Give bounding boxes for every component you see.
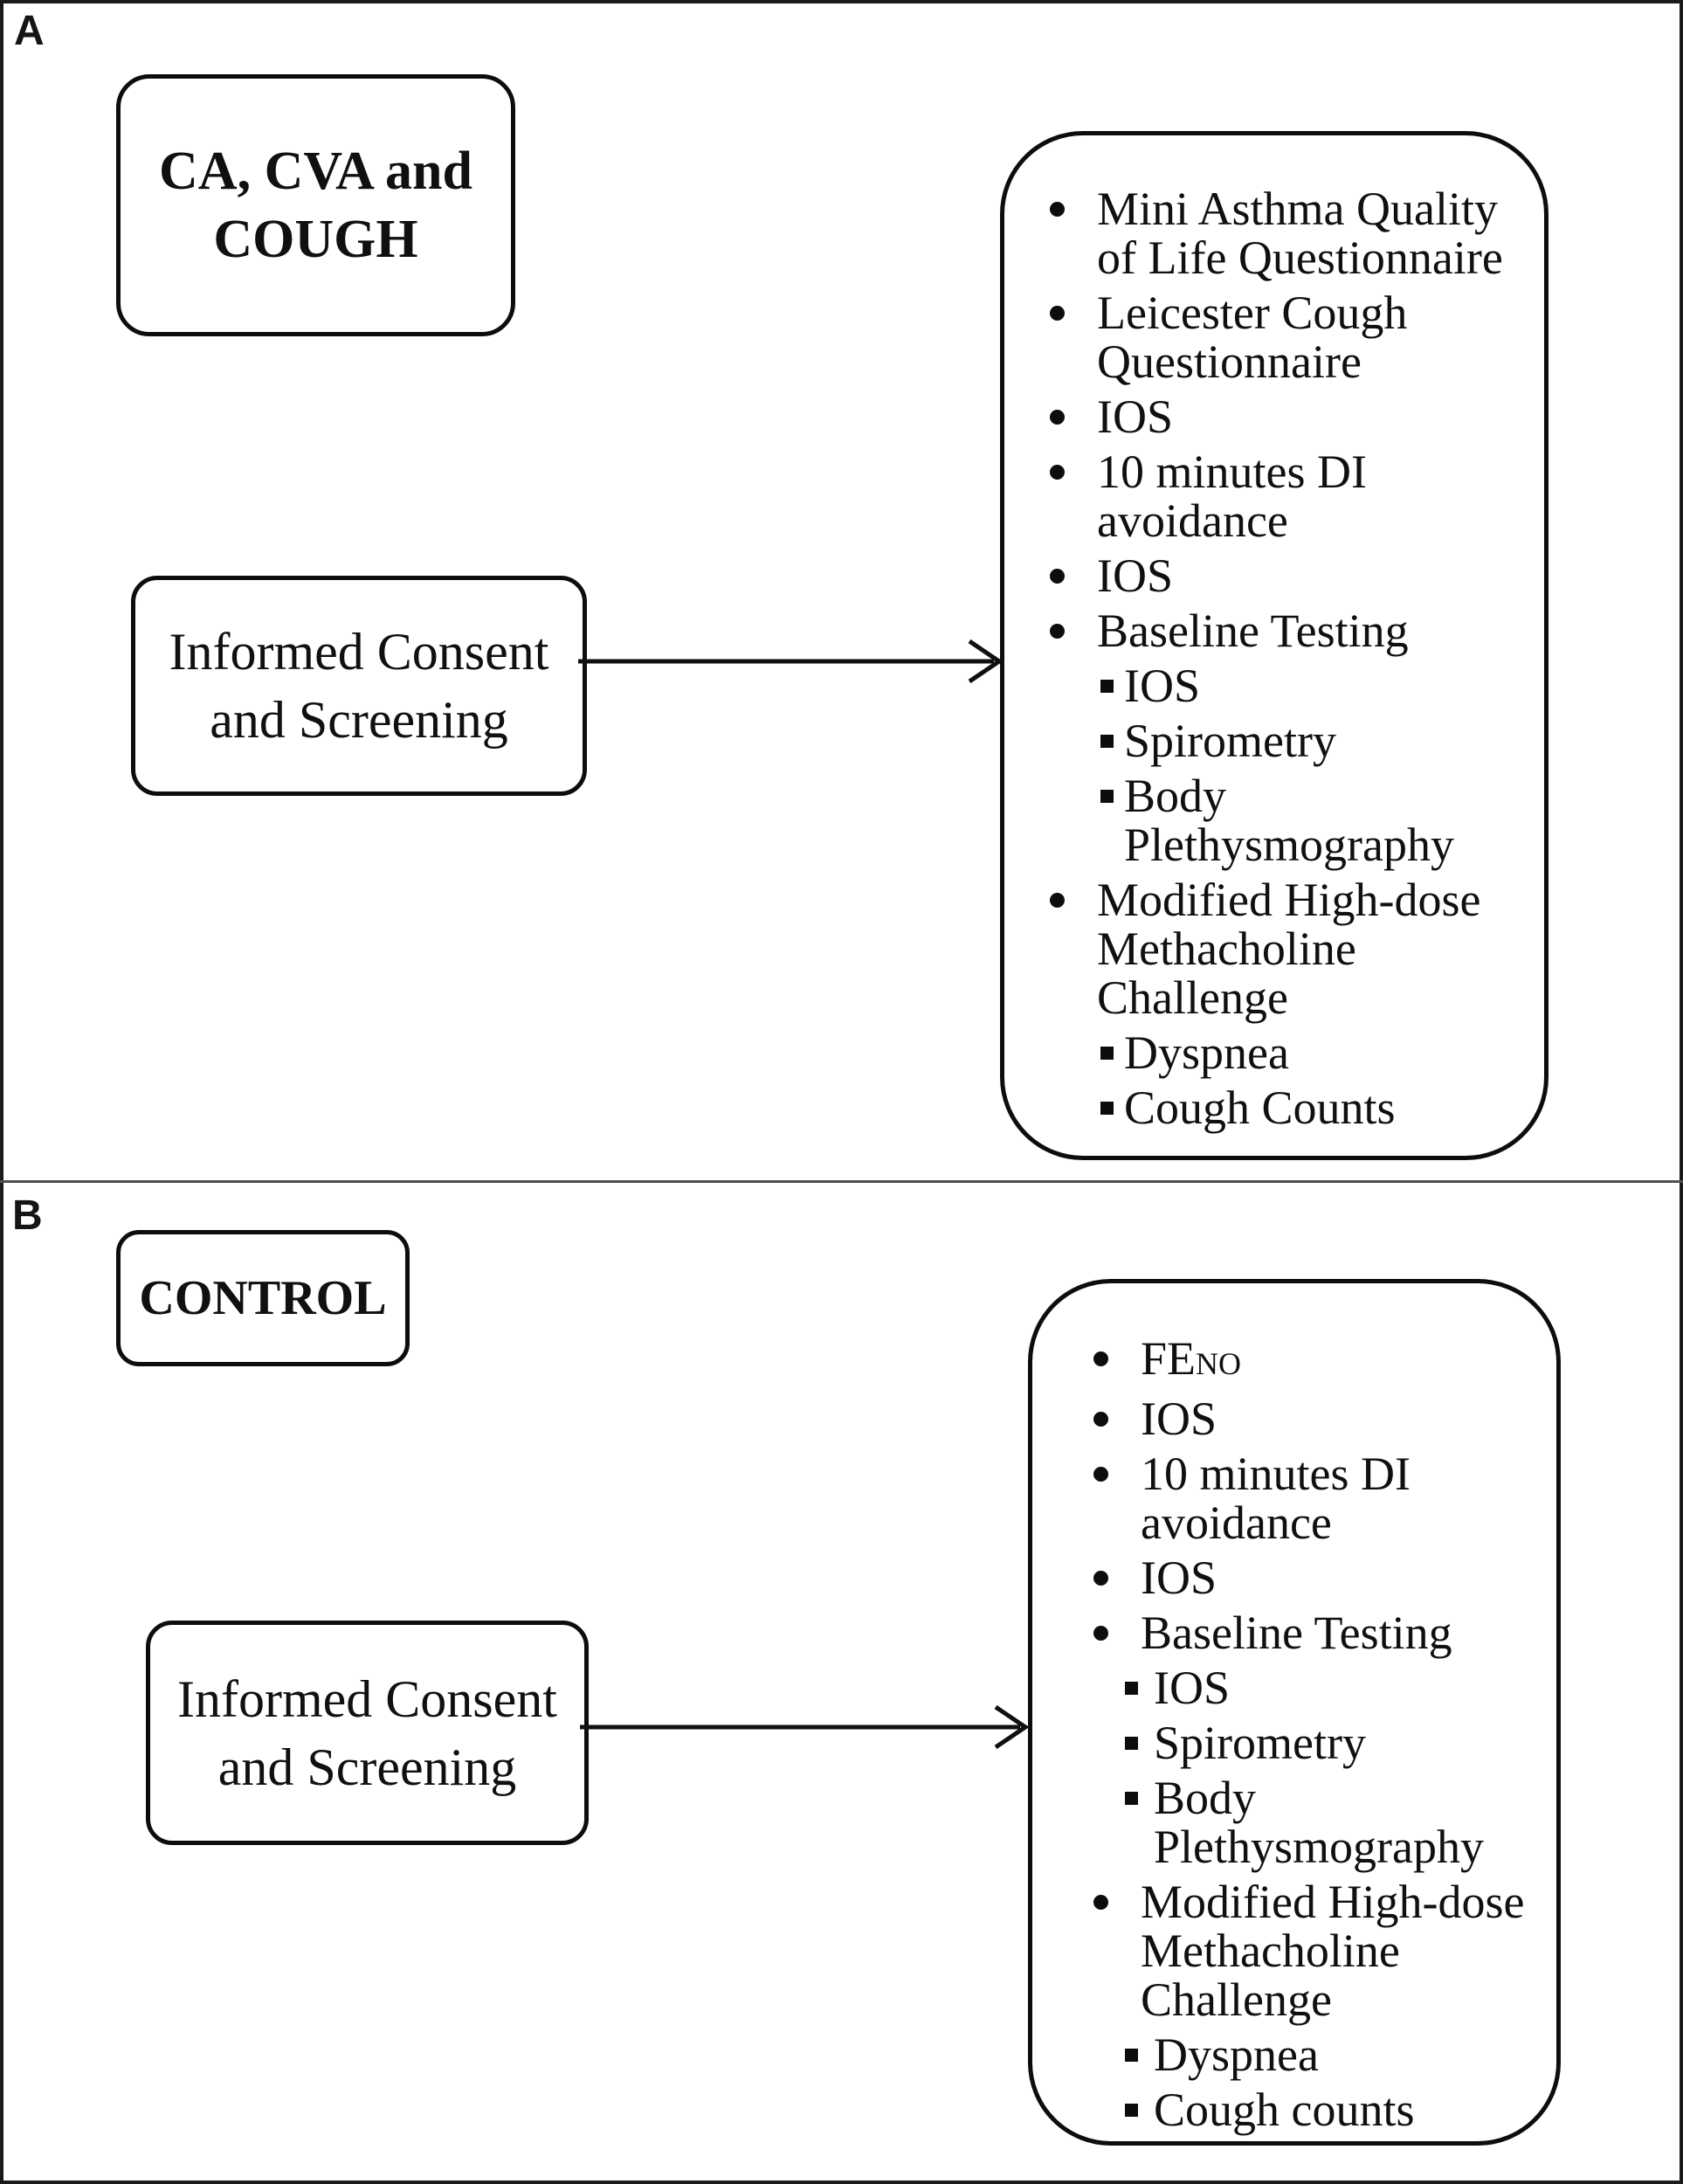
group-box-title-line: COUGH bbox=[213, 210, 418, 269]
list-item-text: FENO bbox=[1141, 1332, 1242, 1385]
list-sub-item-text: IOS bbox=[1124, 660, 1201, 712]
list-item-text: IOS bbox=[1141, 1393, 1217, 1445]
list-item-text: IOS bbox=[1097, 390, 1174, 443]
square-bullet-icon bbox=[1125, 1737, 1138, 1750]
list-item: FENO bbox=[1093, 1334, 1535, 1388]
bullet-icon bbox=[1050, 569, 1065, 584]
consent-line: Informed Consent bbox=[177, 1669, 557, 1728]
consent-line: Informed Consent bbox=[169, 623, 549, 681]
list-sub-item: Cough counts bbox=[1093, 2085, 1535, 2134]
list-item-text: IOS bbox=[1141, 1552, 1217, 1604]
bullet-icon bbox=[1050, 624, 1065, 639]
bullet-icon bbox=[1093, 1626, 1108, 1641]
list-sub-item-text: Spirometry bbox=[1124, 715, 1336, 767]
list-sub-item-text: Cough counts bbox=[1154, 2084, 1415, 2136]
bullet-icon bbox=[1050, 410, 1065, 425]
list-item-text: Baseline Testing bbox=[1141, 1607, 1452, 1659]
group-box-title-line: CA, CVA and bbox=[159, 142, 472, 201]
list-item: Baseline Testing bbox=[1093, 1608, 1535, 1657]
square-bullet-icon bbox=[1100, 680, 1114, 693]
square-bullet-icon bbox=[1125, 2104, 1138, 2117]
bullet-icon bbox=[1050, 893, 1065, 908]
flow-arrow bbox=[578, 1697, 1032, 1758]
list-sub-item-text: Dyspnea bbox=[1124, 1026, 1289, 1079]
square-bullet-icon bbox=[1100, 735, 1114, 748]
list-sub-item: IOS bbox=[1093, 1663, 1535, 1712]
bullet-icon bbox=[1093, 1351, 1108, 1366]
consent-line: and Screening bbox=[210, 691, 508, 749]
list-item: Baseline Testing bbox=[1050, 606, 1523, 655]
list-sub-item: Spirometry bbox=[1050, 716, 1523, 765]
square-bullet-icon bbox=[1100, 1047, 1114, 1060]
bullet-icon bbox=[1093, 1412, 1108, 1427]
list-sub-item: Dyspnea bbox=[1050, 1028, 1523, 1077]
square-bullet-icon bbox=[1125, 1682, 1138, 1695]
square-bullet-icon bbox=[1125, 1792, 1138, 1805]
list-item-text: Baseline Testing bbox=[1097, 605, 1409, 657]
list-item: IOS bbox=[1050, 551, 1523, 600]
square-bullet-icon bbox=[1100, 1102, 1114, 1115]
group-box-control: CONTROL bbox=[116, 1230, 410, 1366]
list-sub-item-text: IOS bbox=[1154, 1662, 1231, 1714]
list-sub-item-text: Spirometry bbox=[1154, 1717, 1366, 1769]
list-item: IOS bbox=[1050, 392, 1523, 441]
panel-divider bbox=[0, 1180, 1683, 1183]
flow-arrow bbox=[576, 631, 1006, 692]
list-sub-item-text: Dyspnea bbox=[1154, 2028, 1319, 2081]
list-sub-item-text: Cough Counts bbox=[1124, 1082, 1396, 1134]
list-sub-item: Cough Counts bbox=[1050, 1083, 1523, 1132]
consent-line: and Screening bbox=[217, 1738, 517, 1796]
list-sub-item: Dyspnea bbox=[1093, 2030, 1535, 2079]
panel-a-label: A bbox=[14, 8, 45, 54]
bullet-icon bbox=[1093, 1895, 1108, 1910]
bullet-icon bbox=[1093, 1467, 1108, 1482]
list-sub-item: Spirometry bbox=[1093, 1718, 1535, 1767]
list-item: IOS bbox=[1093, 1394, 1535, 1443]
bullet-icon bbox=[1050, 465, 1065, 480]
bullet-icon bbox=[1050, 306, 1065, 321]
informed-consent-box: Informed Consent and Screening bbox=[131, 576, 587, 796]
list-sub-item: IOS bbox=[1050, 661, 1523, 710]
group-box-title-line: CONTROL bbox=[139, 1271, 387, 1325]
group-box-ca-cva-cough: CA, CVA and COUGH bbox=[116, 74, 515, 336]
informed-consent-box: Informed Consent and Screening bbox=[146, 1621, 589, 1845]
bullet-icon bbox=[1050, 202, 1065, 217]
bullet-icon bbox=[1093, 1571, 1108, 1586]
panel-b-label: B bbox=[12, 1192, 43, 1239]
square-bullet-icon bbox=[1125, 2049, 1138, 2062]
list-item: IOS bbox=[1093, 1553, 1535, 1602]
list-item-text: IOS bbox=[1097, 549, 1174, 602]
square-bullet-icon bbox=[1100, 790, 1114, 803]
